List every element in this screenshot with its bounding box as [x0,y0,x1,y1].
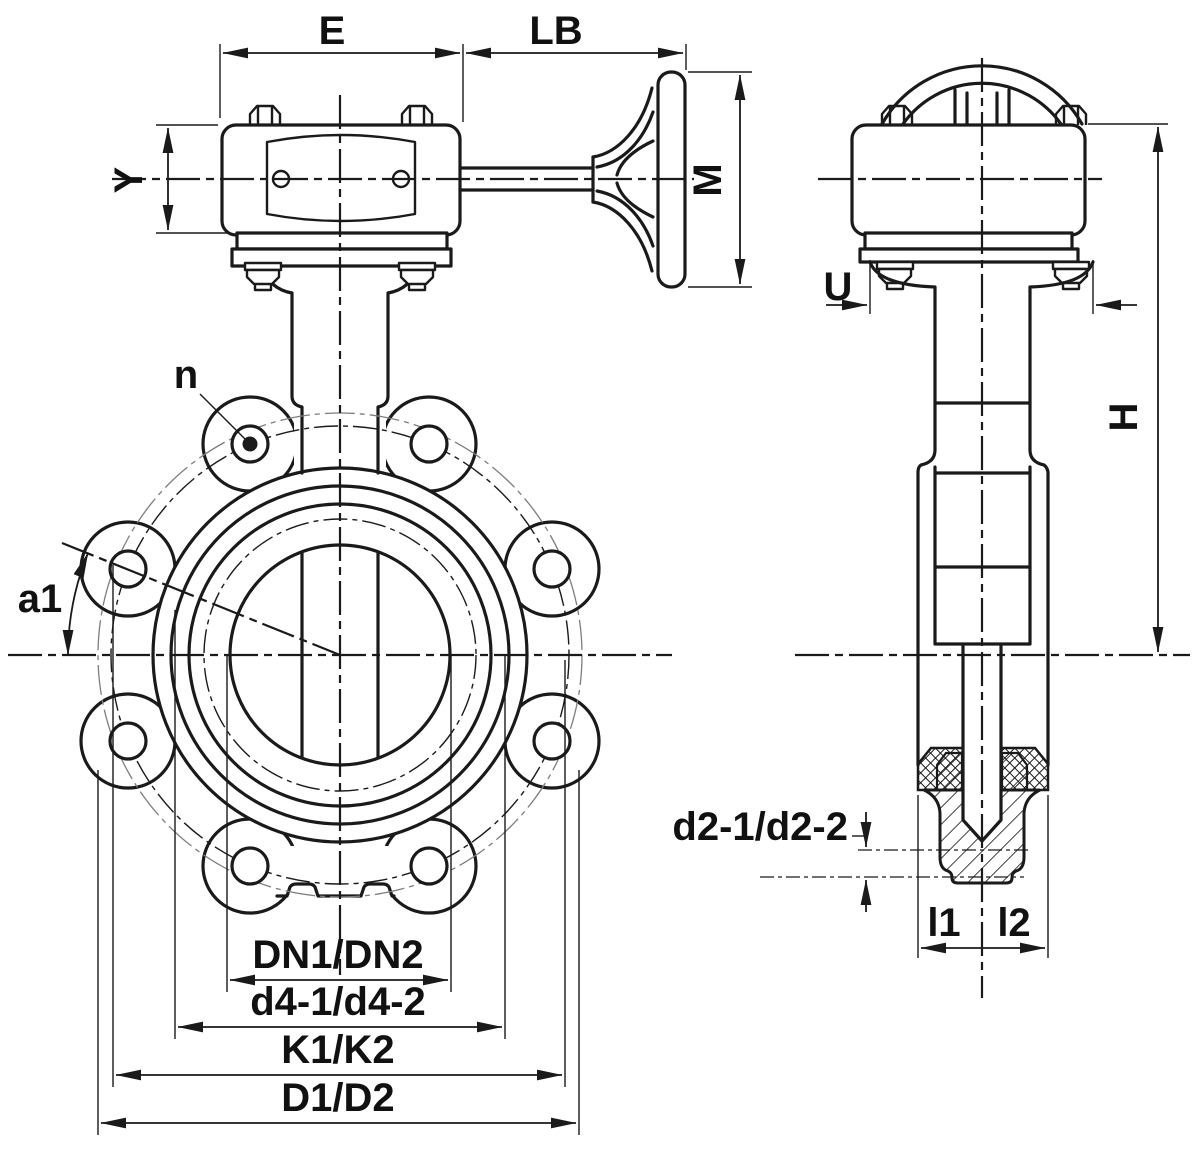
dim-label-l1: l1 [927,901,960,945]
stem-shaft [458,166,595,192]
gearbox-cover-panel [265,133,417,223]
lug-holes [108,424,572,886]
n-leader-line [199,393,247,441]
mounting-plate-upper [235,231,449,251]
extension-lines-top [219,44,687,122]
front-view: E LB Y M n a1 DN1/DN2 d4-1/d4-2 K1/K2 D1… [8,9,752,1135]
side-view: U H d2-1/d2-2 l1 l2 [672,58,1190,998]
stem-channel-fill [963,646,1001,841]
lug-hole [108,721,148,761]
dim-label-K: K1/K2 [281,1028,394,1072]
extension-lines-U [869,260,1094,314]
top-bolt [880,104,914,125]
neck-right-outline [1028,260,1095,767]
lug-hole [230,846,270,886]
mounting-plate-lower [858,247,1080,264]
lug-hole [409,424,449,464]
n-hole-marker-dot [242,436,258,452]
dim-label-a1: a1 [18,577,63,621]
actuator-side [850,104,1091,291]
dim-label-H: H [1102,403,1146,432]
bolt-angle-centerline [61,541,341,657]
dim-label-LB: LB [529,9,582,53]
top-bolt [248,104,282,125]
lug-hole [532,549,572,589]
lug-hole [532,721,572,761]
front-dimensions: E LB Y M n a1 DN1/DN2 d4-1/d4-2 K1/K2 D1… [18,9,752,1135]
lower-bolt [243,261,283,292]
mounting-plate-upper [863,231,1074,251]
dim-label-M: M [686,163,730,196]
lug-hole [409,846,449,886]
lower-bolt [397,261,437,292]
dim-label-l2: l2 [997,901,1030,945]
front-centerlines [8,95,694,975]
dim-label-D: D1/D2 [281,1076,394,1120]
side-centerlines [795,58,1190,998]
inner-column-lines [933,465,1032,646]
dim-label-U: U [824,265,853,309]
seat-window-left [935,751,964,792]
extension-lines-Y [156,124,230,234]
extension-lines-M [688,71,752,288]
side-dimensions: U H d2-1/d2-2 l1 l2 [672,123,1168,958]
wheel-cone-outline [591,86,654,273]
wheel-spoke-cutouts [595,110,655,248]
top-bolt [1054,104,1088,125]
extension-lines-l1l2 [917,795,1049,958]
mounting-plate-lower [230,247,453,268]
dim-label-d4: d4-1/d4-2 [250,980,426,1024]
dim-label-n: n [174,353,198,397]
bottom-hub-fill [262,846,415,894]
extension-lines-bottom [97,565,580,1135]
dim-arc-a1 [62,552,89,656]
seat-window-right [1000,751,1029,792]
neck-left-outline [868,260,937,767]
bore-depth-reference-lines [760,849,1032,878]
dim-label-DN: DN1/DN2 [252,933,423,977]
wheel-spokes [953,88,1011,126]
top-bolt [400,104,434,125]
dim-label-E: E [319,9,346,53]
dim-label-Y: Y [107,166,151,193]
dim-label-d2: d2-1/d2-2 [672,805,848,849]
